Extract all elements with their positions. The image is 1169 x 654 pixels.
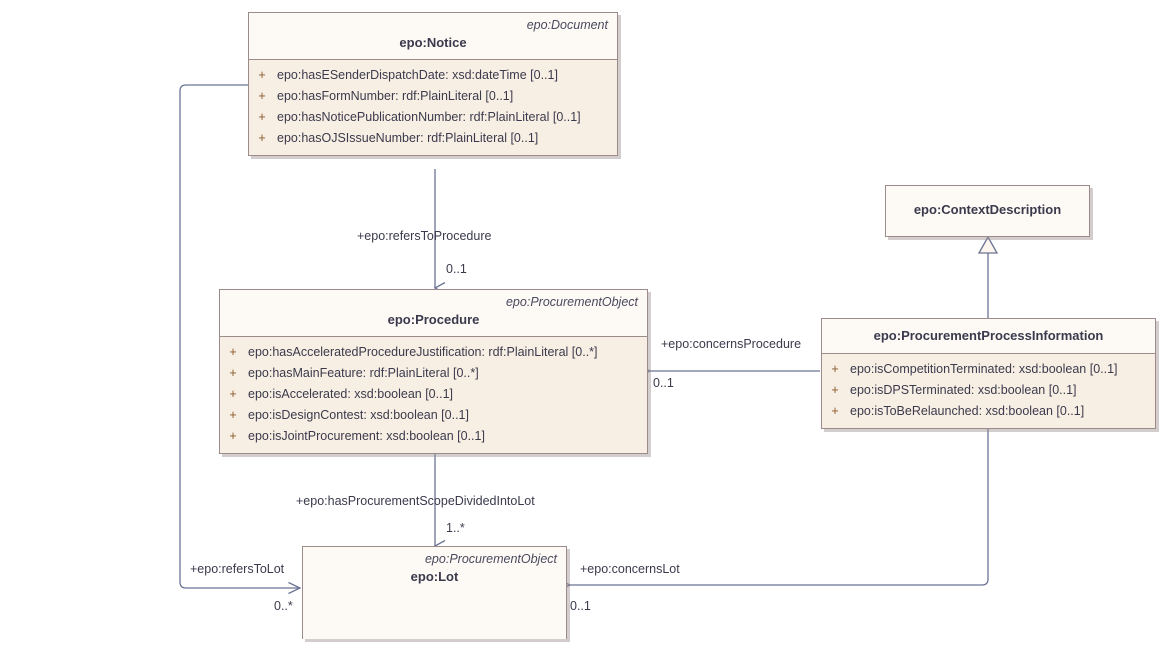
attribute-visibility: + bbox=[229, 408, 237, 422]
attribute-row: + epo:isDPSTerminated: xsd:boolean [0..1… bbox=[822, 380, 1155, 401]
attribute-visibility: + bbox=[258, 68, 266, 82]
attribute-visibility: + bbox=[258, 131, 266, 145]
edge-generalization-context-description bbox=[977, 235, 999, 318]
class-name-procedure: epo:Procedure bbox=[387, 312, 480, 327]
attribute-signature: epo:hasNoticePublicationNumber: rdf:Plai… bbox=[277, 110, 581, 124]
class-header-context-description: epo:ContextDescription bbox=[886, 186, 1089, 226]
attribute-row: + epo:hasOJSIssueNumber: rdf:PlainLitera… bbox=[249, 128, 617, 149]
class-attributes-procurement-process-information: + epo:isCompetitionTerminated: xsd:boole… bbox=[822, 353, 1155, 428]
edge-label-refers-to-procedure: +epo:refersToProcedure bbox=[357, 229, 492, 243]
edge-multiplicity-refers-to-lot: 0..* bbox=[274, 599, 293, 613]
class-header-procedure: epo:ProcurementObject epo:Procedure bbox=[220, 290, 647, 336]
class-header-procurement-process-information: epo:ProcurementProcessInformation bbox=[822, 319, 1155, 353]
class-attributes-lot bbox=[303, 593, 566, 639]
attribute-row: + epo:isDesignContest: xsd:boolean [0..1… bbox=[220, 405, 647, 426]
edge-label-refers-to-lot: +epo:refersToLot bbox=[190, 562, 285, 576]
attribute-visibility: + bbox=[258, 110, 266, 124]
attribute-row: + epo:hasMainFeature: rdf:PlainLiteral [… bbox=[220, 363, 647, 384]
class-name-lot: epo:Lot bbox=[410, 569, 459, 584]
class-attributes-notice: + epo:hasESenderDispatchDate: xsd:dateTi… bbox=[249, 59, 617, 155]
attribute-row: + epo:hasESenderDispatchDate: xsd:dateTi… bbox=[249, 65, 617, 86]
attribute-row: + epo:isCompetitionTerminated: xsd:boole… bbox=[822, 359, 1155, 380]
edge-label-has-procurement-scope-divided-into-lot: +epo:hasProcurementScopeDividedIntoLot bbox=[296, 494, 535, 508]
attribute-signature: epo:hasAcceleratedProcedureJustification… bbox=[248, 345, 598, 359]
class-stereotype-notice: epo:Document bbox=[526, 18, 608, 32]
attribute-signature: epo:hasESenderDispatchDate: xsd:dateTime… bbox=[277, 68, 558, 82]
attribute-visibility: + bbox=[258, 89, 266, 103]
attribute-visibility: + bbox=[229, 429, 237, 443]
attribute-signature: epo:hasOJSIssueNumber: rdf:PlainLiteral … bbox=[277, 131, 539, 145]
class-name-procurement-process-information: epo:ProcurementProcessInformation bbox=[873, 328, 1104, 343]
attribute-row: + epo:hasNoticePublicationNumber: rdf:Pl… bbox=[249, 107, 617, 128]
class-attributes-procedure: + epo:hasAcceleratedProcedureJustificati… bbox=[220, 336, 647, 453]
attribute-visibility: + bbox=[831, 362, 839, 376]
class-name-context-description: epo:ContextDescription bbox=[913, 202, 1062, 217]
attribute-row: + epo:isJointProcurement: xsd:boolean [0… bbox=[220, 426, 647, 447]
class-box-notice[interactable]: epo:Document epo:Notice + epo:hasESender… bbox=[248, 12, 618, 156]
attribute-visibility: + bbox=[831, 404, 839, 418]
edge-label-concerns-lot: +epo:concernsLot bbox=[580, 562, 680, 576]
attribute-signature: epo:isDPSTerminated: xsd:boolean [0..1] bbox=[850, 383, 1077, 397]
attribute-visibility: + bbox=[229, 387, 237, 401]
edge-multiplicity-has-procurement-scope-divided-into-lot: 1..* bbox=[446, 521, 465, 535]
attribute-signature: epo:isCompetitionTerminated: xsd:boolean… bbox=[850, 362, 1118, 376]
attribute-signature: epo:isAccelerated: xsd:boolean [0..1] bbox=[248, 387, 453, 401]
edge-label-concerns-procedure: +epo:concernsProcedure bbox=[661, 337, 802, 351]
attribute-signature: epo:isJointProcurement: xsd:boolean [0..… bbox=[248, 429, 485, 443]
edge-multiplicity-concerns-lot: 0..1 bbox=[570, 599, 591, 613]
attribute-signature: epo:isToBeRelaunched: xsd:boolean [0..1] bbox=[850, 404, 1085, 418]
attribute-signature: epo:isDesignContest: xsd:boolean [0..1] bbox=[248, 408, 469, 422]
class-header-lot: epo:ProcurementObject epo:Lot bbox=[303, 547, 566, 593]
edge-multiplicity-refers-to-procedure: 0..1 bbox=[446, 262, 467, 276]
edge-multiplicity-concerns-procedure: 0..1 bbox=[653, 376, 674, 390]
attribute-visibility: + bbox=[229, 366, 237, 380]
class-name-notice: epo:Notice bbox=[399, 35, 467, 50]
attribute-visibility: + bbox=[831, 383, 839, 397]
attribute-visibility: + bbox=[229, 345, 237, 359]
class-box-procedure[interactable]: epo:ProcurementObject epo:Procedure + ep… bbox=[219, 289, 648, 454]
attribute-signature: epo:hasMainFeature: rdf:PlainLiteral [0.… bbox=[248, 366, 479, 380]
attribute-row: + epo:hasAcceleratedProcedureJustificati… bbox=[220, 342, 647, 363]
attribute-signature: epo:hasFormNumber: rdf:PlainLiteral [0..… bbox=[277, 89, 514, 103]
class-stereotype-lot: epo:ProcurementObject bbox=[424, 552, 557, 566]
attribute-row: + epo:hasFormNumber: rdf:PlainLiteral [0… bbox=[249, 86, 617, 107]
class-box-procurement-process-information[interactable]: epo:ProcurementProcessInformation + epo:… bbox=[821, 318, 1156, 429]
attribute-row: + epo:isAccelerated: xsd:boolean [0..1] bbox=[220, 384, 647, 405]
attribute-row: + epo:isToBeRelaunched: xsd:boolean [0..… bbox=[822, 401, 1155, 422]
class-box-lot[interactable]: epo:ProcurementObject epo:Lot bbox=[302, 546, 567, 639]
class-box-context-description[interactable]: epo:ContextDescription bbox=[885, 185, 1090, 237]
class-header-notice: epo:Document epo:Notice bbox=[249, 13, 617, 59]
class-stereotype-procedure: epo:ProcurementObject bbox=[505, 295, 638, 309]
